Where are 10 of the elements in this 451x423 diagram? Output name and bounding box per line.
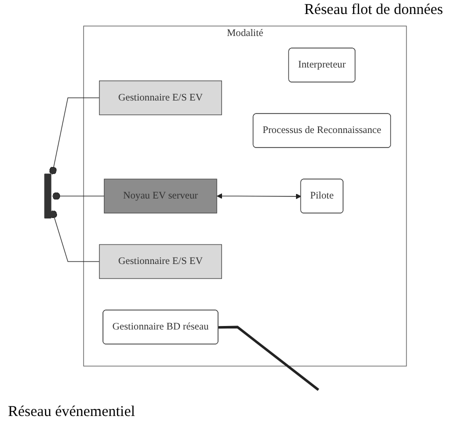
- network-label: Réseau flot de données: [303, 1, 444, 20]
- node-box: Gestionnaire E/S EV: [99, 244, 222, 279]
- connector: [50, 210, 100, 262]
- network-label: Réseau événementiel: [7, 403, 136, 422]
- connector: [218, 326, 320, 391]
- arrow: [216, 193, 302, 200]
- connector: [49, 98, 100, 175]
- connector: [52, 192, 105, 200]
- node-box: Gestionnaire E/S EV: [99, 80, 222, 116]
- node-box: Noyau EV serveur: [104, 178, 218, 214]
